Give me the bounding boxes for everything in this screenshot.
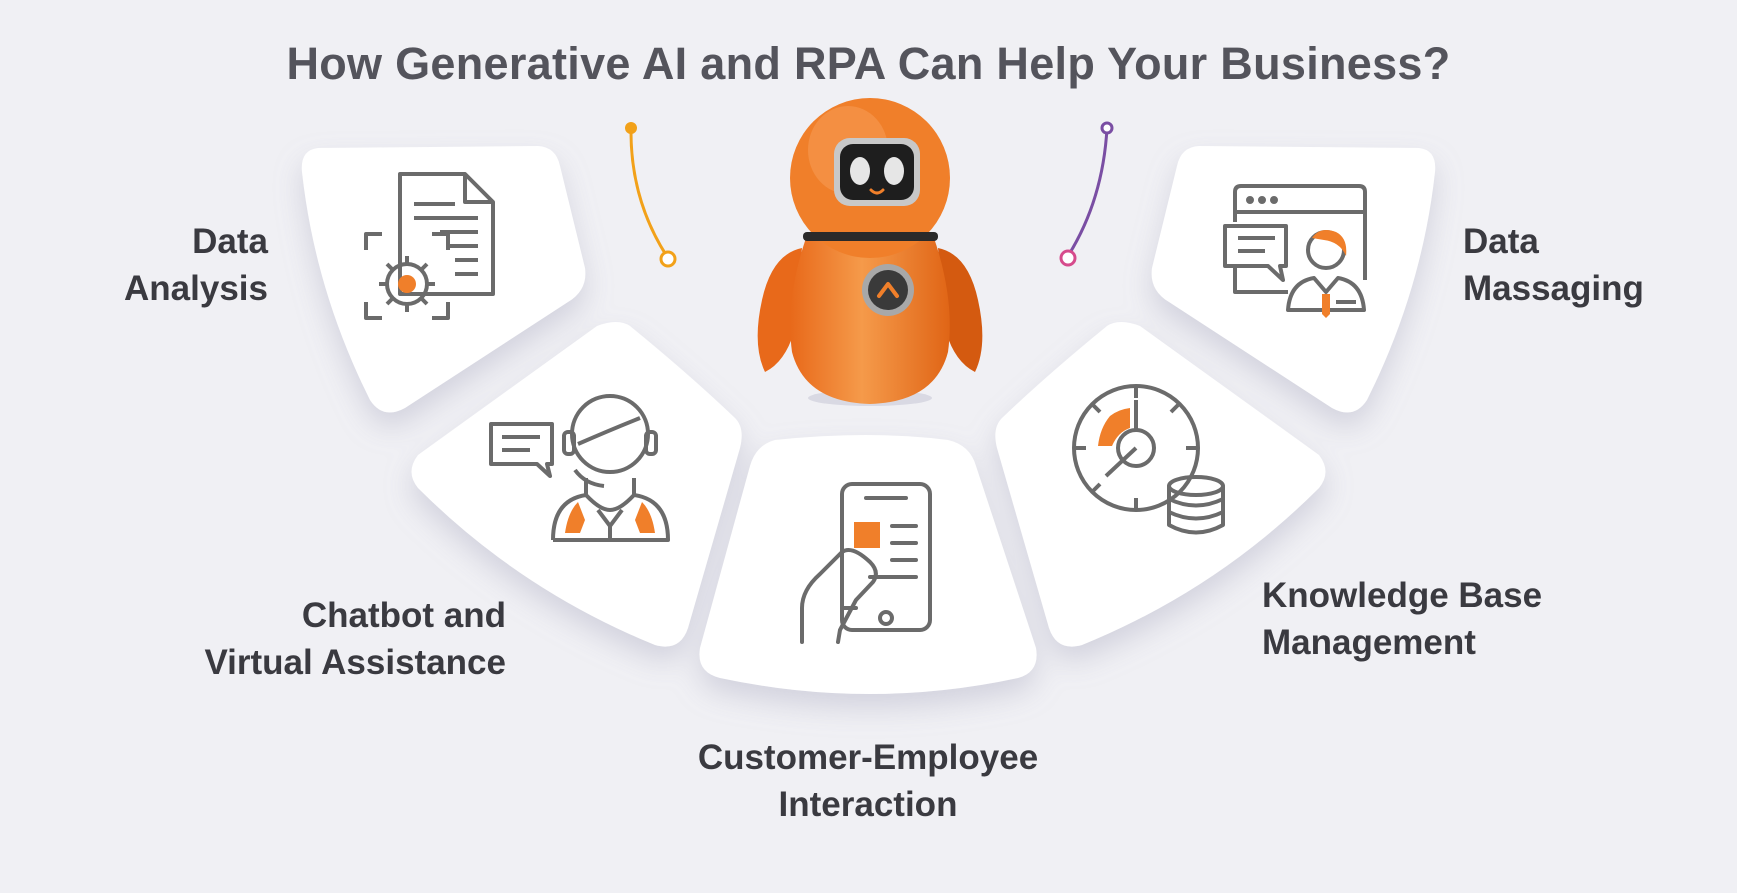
label-chatbot-virtual-assistance: Chatbot and Virtual Assistance	[204, 596, 506, 682]
purple-connector	[1059, 121, 1114, 267]
label-knowledge-base-management: Knowledge Base Management	[1262, 576, 1543, 662]
support-agent-icon	[489, 394, 670, 542]
petal-chatbot	[411, 322, 742, 647]
hand-phone-icon	[800, 482, 932, 644]
document-gear-icon	[364, 172, 495, 320]
petal-knowledge-base	[995, 322, 1326, 647]
petal-data-analysis	[301, 146, 586, 413]
robot-mascot-icon	[757, 98, 983, 406]
label-data-massaging: Data Massaging	[1463, 222, 1644, 308]
page-title: How Generative AI and RPA Can Help Your …	[286, 38, 1451, 89]
clock-database-icon	[1072, 384, 1225, 535]
petal-customer-employee	[699, 435, 1037, 694]
orange-connector	[629, 127, 677, 268]
label-customer-employee-interaction: Customer-Employee Interaction	[697, 738, 1039, 824]
label-data-analysis: Data Analysis	[124, 222, 268, 308]
